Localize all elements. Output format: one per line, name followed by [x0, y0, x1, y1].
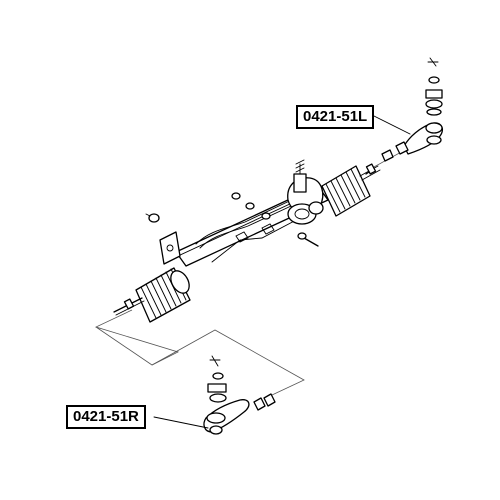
leader-line-right — [153, 416, 209, 429]
right-inner-tie-rod — [365, 163, 377, 175]
pinion-valve-housing — [287, 159, 324, 225]
part-label-left-tie-rod-end: 0421-51L — [296, 105, 375, 129]
left-inner-tie-rod — [113, 297, 145, 316]
left-tie-rod-end-assembly — [381, 57, 444, 162]
leader-line-left — [373, 115, 411, 135]
part-label-right-tie-rod-end: 0421-51R — [66, 405, 146, 429]
mounting-bolts — [231, 192, 319, 247]
right-tie-rod-end-assembly — [203, 355, 276, 435]
left-dust-boot — [135, 267, 191, 323]
right-dust-boot — [321, 165, 381, 217]
mounting-bracket — [145, 213, 181, 265]
